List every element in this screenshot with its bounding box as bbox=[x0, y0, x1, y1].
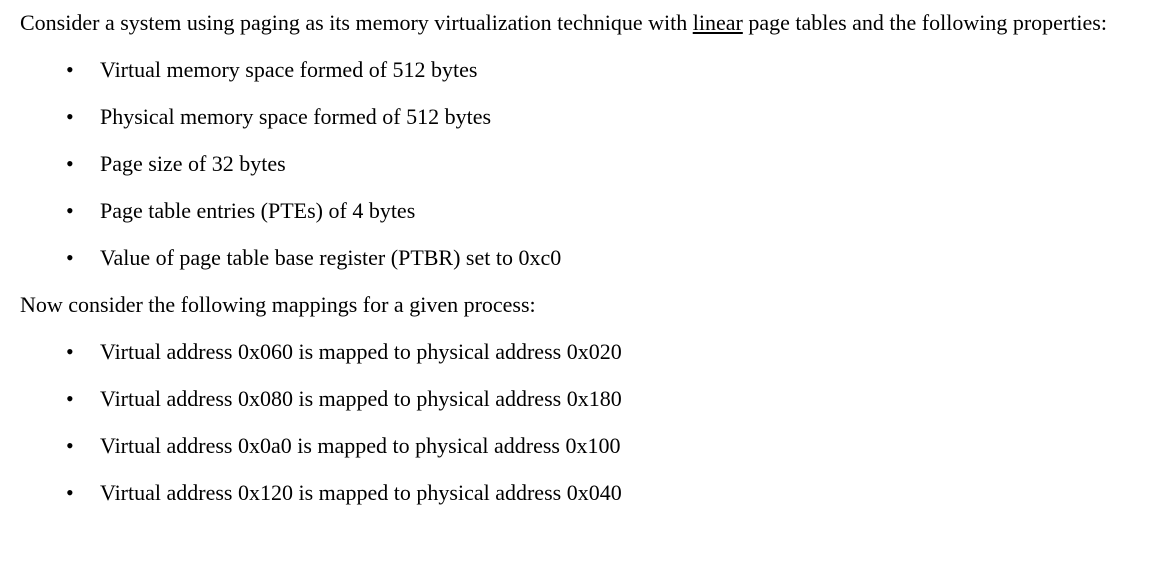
list-item-text: Page size of 32 bytes bbox=[100, 151, 286, 176]
list-item-text: Virtual address 0x060 is mapped to physi… bbox=[100, 339, 622, 364]
list-item-text: Virtual address 0x080 is mapped to physi… bbox=[100, 386, 622, 411]
properties-list: • Virtual memory space formed of 512 byte… bbox=[20, 46, 1138, 281]
bullet-icon: • bbox=[66, 104, 74, 129]
intro-paragraph: Consider a system using paging as its me… bbox=[20, 8, 1138, 38]
list-item-text: Virtual memory space formed of 512 bytes bbox=[100, 57, 478, 82]
bullet-icon: • bbox=[66, 480, 74, 505]
list-item-text: Virtual address 0x120 is mapped to physi… bbox=[100, 480, 622, 505]
list-item-text: Virtual address 0x0a0 is mapped to physi… bbox=[100, 433, 621, 458]
list-item-mapping-4: • Virtual address 0x120 is mapped to phys… bbox=[20, 469, 1138, 516]
list-item-page-size: • Page size of 32 bytes bbox=[20, 140, 1138, 187]
bullet-icon: • bbox=[66, 339, 74, 364]
list-item-mapping-2: • Virtual address 0x080 is mapped to phys… bbox=[20, 375, 1138, 422]
list-item-mapping-3: • Virtual address 0x0a0 is mapped to phys… bbox=[20, 422, 1138, 469]
mappings-list: • Virtual address 0x060 is mapped to phys… bbox=[20, 328, 1138, 516]
list-item-ptbr: • Value of page table base register (PTBR… bbox=[20, 234, 1138, 281]
question-document: Consider a system using paging as its me… bbox=[20, 8, 1138, 516]
intro-text-post: page tables and the following properties… bbox=[742, 10, 1107, 35]
list-item-text: Physical memory space formed of 512 byte… bbox=[100, 104, 492, 129]
bullet-icon: • bbox=[66, 433, 74, 458]
bullet-icon: • bbox=[66, 245, 74, 270]
intro-text-underlined: linear bbox=[692, 10, 743, 35]
list-item-text: Value of page table base register (PTBR)… bbox=[100, 245, 562, 270]
list-item-pte-size: • Page table entries (PTEs) of 4 bytes bbox=[20, 187, 1138, 234]
bullet-icon: • bbox=[66, 151, 74, 176]
bullet-icon: • bbox=[66, 386, 74, 411]
list-item-text: Page table entries (PTEs) of 4 bytes bbox=[100, 198, 416, 223]
list-item-mapping-1: • Virtual address 0x060 is mapped to phys… bbox=[20, 328, 1138, 375]
bullet-icon: • bbox=[66, 57, 74, 82]
bullet-icon: • bbox=[66, 198, 74, 223]
mappings-intro-paragraph: Now consider the following mappings for … bbox=[20, 292, 536, 317]
list-item-virtual-memory: • Virtual memory space formed of 512 byte… bbox=[20, 46, 1138, 93]
list-item-physical-memory: • Physical memory space formed of 512 byt… bbox=[20, 93, 1138, 140]
intro-text-pre: Consider a system using paging as its me… bbox=[20, 10, 693, 35]
